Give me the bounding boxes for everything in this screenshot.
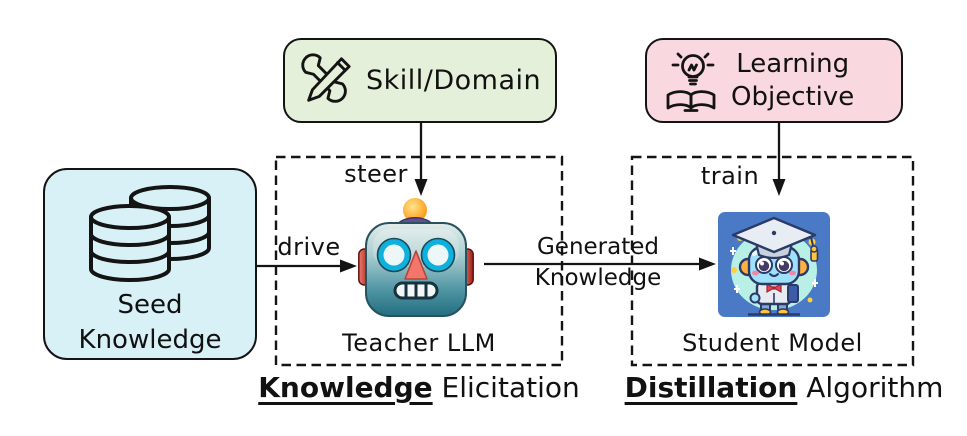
steer-label: steer [344, 160, 408, 188]
skill-domain-label: Skill/Domain [366, 64, 542, 96]
generated-knowledge-label: Generated Knowledge [534, 234, 662, 291]
steer-arrow [414, 122, 428, 196]
learning-objective-box: Learning Objective [645, 38, 903, 123]
seed-knowledge-label: Seed Knowledge [78, 290, 222, 355]
learning-objective-label: Learning Objective [731, 48, 855, 112]
wrench-pencil-icon [301, 52, 351, 103]
drive-arrow [257, 259, 357, 273]
student-robot-icon [718, 212, 830, 317]
distillation-algorithm-caption: Distillation Algorithm [624, 371, 944, 404]
drive-label: drive [277, 233, 341, 261]
lightbulb-book-icon [666, 52, 716, 112]
teacher-robot-icon [358, 198, 474, 317]
student-model-label: Student Model [682, 329, 863, 357]
train-arrow [772, 123, 786, 196]
database-icon [89, 185, 211, 282]
knowledge-elicitation-caption: Knowledge Elicitation [258, 371, 580, 404]
skill-domain-box: Skill/Domain [283, 38, 557, 123]
train-label: train [700, 162, 760, 190]
seed-knowledge-box: Seed Knowledge [43, 168, 257, 360]
teacher-llm-label: Teacher LLM [342, 329, 496, 357]
